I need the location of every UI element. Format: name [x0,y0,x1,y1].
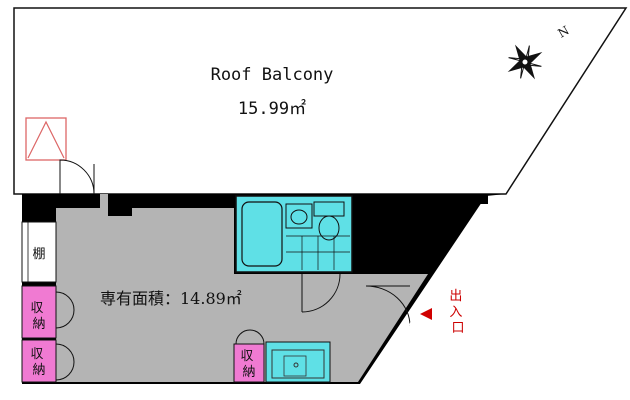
unit-bath [235,195,353,273]
bathtub-icon [241,201,283,267]
storage-label-2-line1: 収 [30,347,43,362]
sink-faucet-icon [283,355,307,377]
entrance-char-3: 口 [451,321,464,336]
entrance-char-1: 出 [449,289,462,304]
storage-door-swings [55,291,75,381]
balcony-door-swing [59,159,95,195]
storage-label-1-line2: 納 [32,317,45,332]
storage-label-2-line2: 納 [32,363,45,378]
compass-icon [507,44,543,80]
kitchen-counter [265,341,331,383]
bath-floor-tiles [286,235,350,270]
entrance-door-gap [408,303,424,327]
storage-left-1 [21,285,57,339]
sink-icon [271,349,325,379]
storage-label-3-line2: 納 [242,365,255,380]
storage-bottom-door-swing [235,329,265,345]
storage-bottom [233,343,265,383]
skylight-icon [25,117,67,161]
room-floor [56,194,428,382]
storage-label-2: 収 納 [30,347,47,378]
storage-label-1-line1: 収 [30,301,43,316]
bath-door-swing [301,273,341,313]
balcony-name: Roof Balcony [211,65,334,85]
roof-balcony-area [13,7,628,195]
storage-left-2 [21,339,57,383]
shelf-label: 棚 [32,247,45,262]
washbasin-icon [285,203,313,229]
storage-label-3: 収 納 [240,349,257,380]
storage-label-1: 収 納 [30,301,47,332]
storage-label-3-line1: 収 [240,349,253,364]
room-area-label: 専有面積：14.89㎡ [100,289,242,308]
entrance-label: 出 入 口 [449,289,466,336]
entrance-arrow-icon [420,308,432,320]
entrance-door-swing [365,285,411,327]
balcony-area: 15.99㎡ [238,99,306,119]
entrance-char-2: 入 [449,305,462,320]
toilet-icon [313,201,345,241]
